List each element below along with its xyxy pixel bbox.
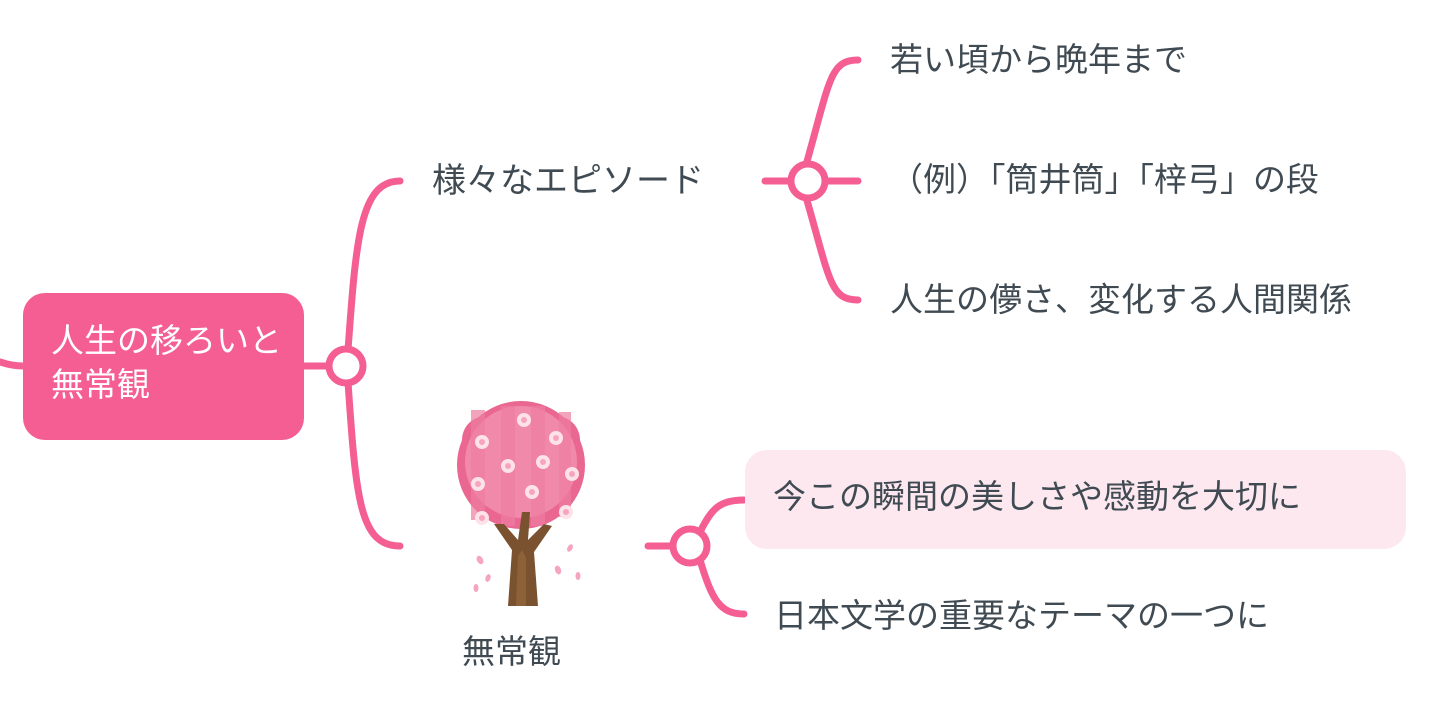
leaf-label: 日本文学の重要なテーマの一つに — [774, 596, 1269, 635]
cherry-blossom-tree-image[interactable] — [446, 400, 596, 615]
connector-to-leaf-4 — [696, 496, 748, 536]
branch-episodes[interactable]: 様々なエピソード — [432, 161, 704, 201]
leaf-mujokan-1-highlighted[interactable]: 今この瞬間の美しさや感動を大切に — [745, 450, 1406, 549]
leaf-label: 若い頃から晩年まで — [890, 40, 1187, 79]
leaf-mujokan-2[interactable]: 日本文学の重要なテーマの一つに — [774, 596, 1269, 636]
branch-mujokan-label[interactable]: 無常観 — [462, 632, 561, 671]
leaf-label: 人生の儚さ、変化する人間関係 — [890, 280, 1352, 319]
leaf-episodes-2[interactable]: （例）「筒井筒」「梓弓」の段 — [890, 160, 1319, 200]
leaf-episodes-1[interactable]: 若い頃から晩年まで — [890, 40, 1187, 80]
connector-to-branch-mujokan — [344, 378, 404, 550]
connector-to-leaf-3 — [802, 193, 862, 304]
connector-to-leaf-5 — [696, 556, 748, 618]
leaf-label: （例）「筒井筒」「梓弓」の段 — [890, 160, 1319, 199]
connector-left-stub — [0, 358, 27, 370]
hub-circle-central — [325, 345, 367, 387]
leaf-episodes-3[interactable]: 人生の儚さ、変化する人間関係 — [890, 280, 1352, 320]
connector-to-leaf-1 — [802, 56, 862, 169]
central-topic[interactable]: 人生の移ろいと無常観 — [23, 293, 304, 440]
leaf-label: 今この瞬間の美しさや感動を大切に — [773, 477, 1301, 516]
hub-circle-mujokan — [669, 525, 711, 567]
central-topic-label: 人生の移ろいと無常観 — [51, 321, 282, 404]
hub-circle-episodes — [787, 160, 829, 202]
branch-episodes-label: 様々なエピソード — [432, 161, 704, 201]
connector-to-branch-episodes — [344, 177, 404, 354]
